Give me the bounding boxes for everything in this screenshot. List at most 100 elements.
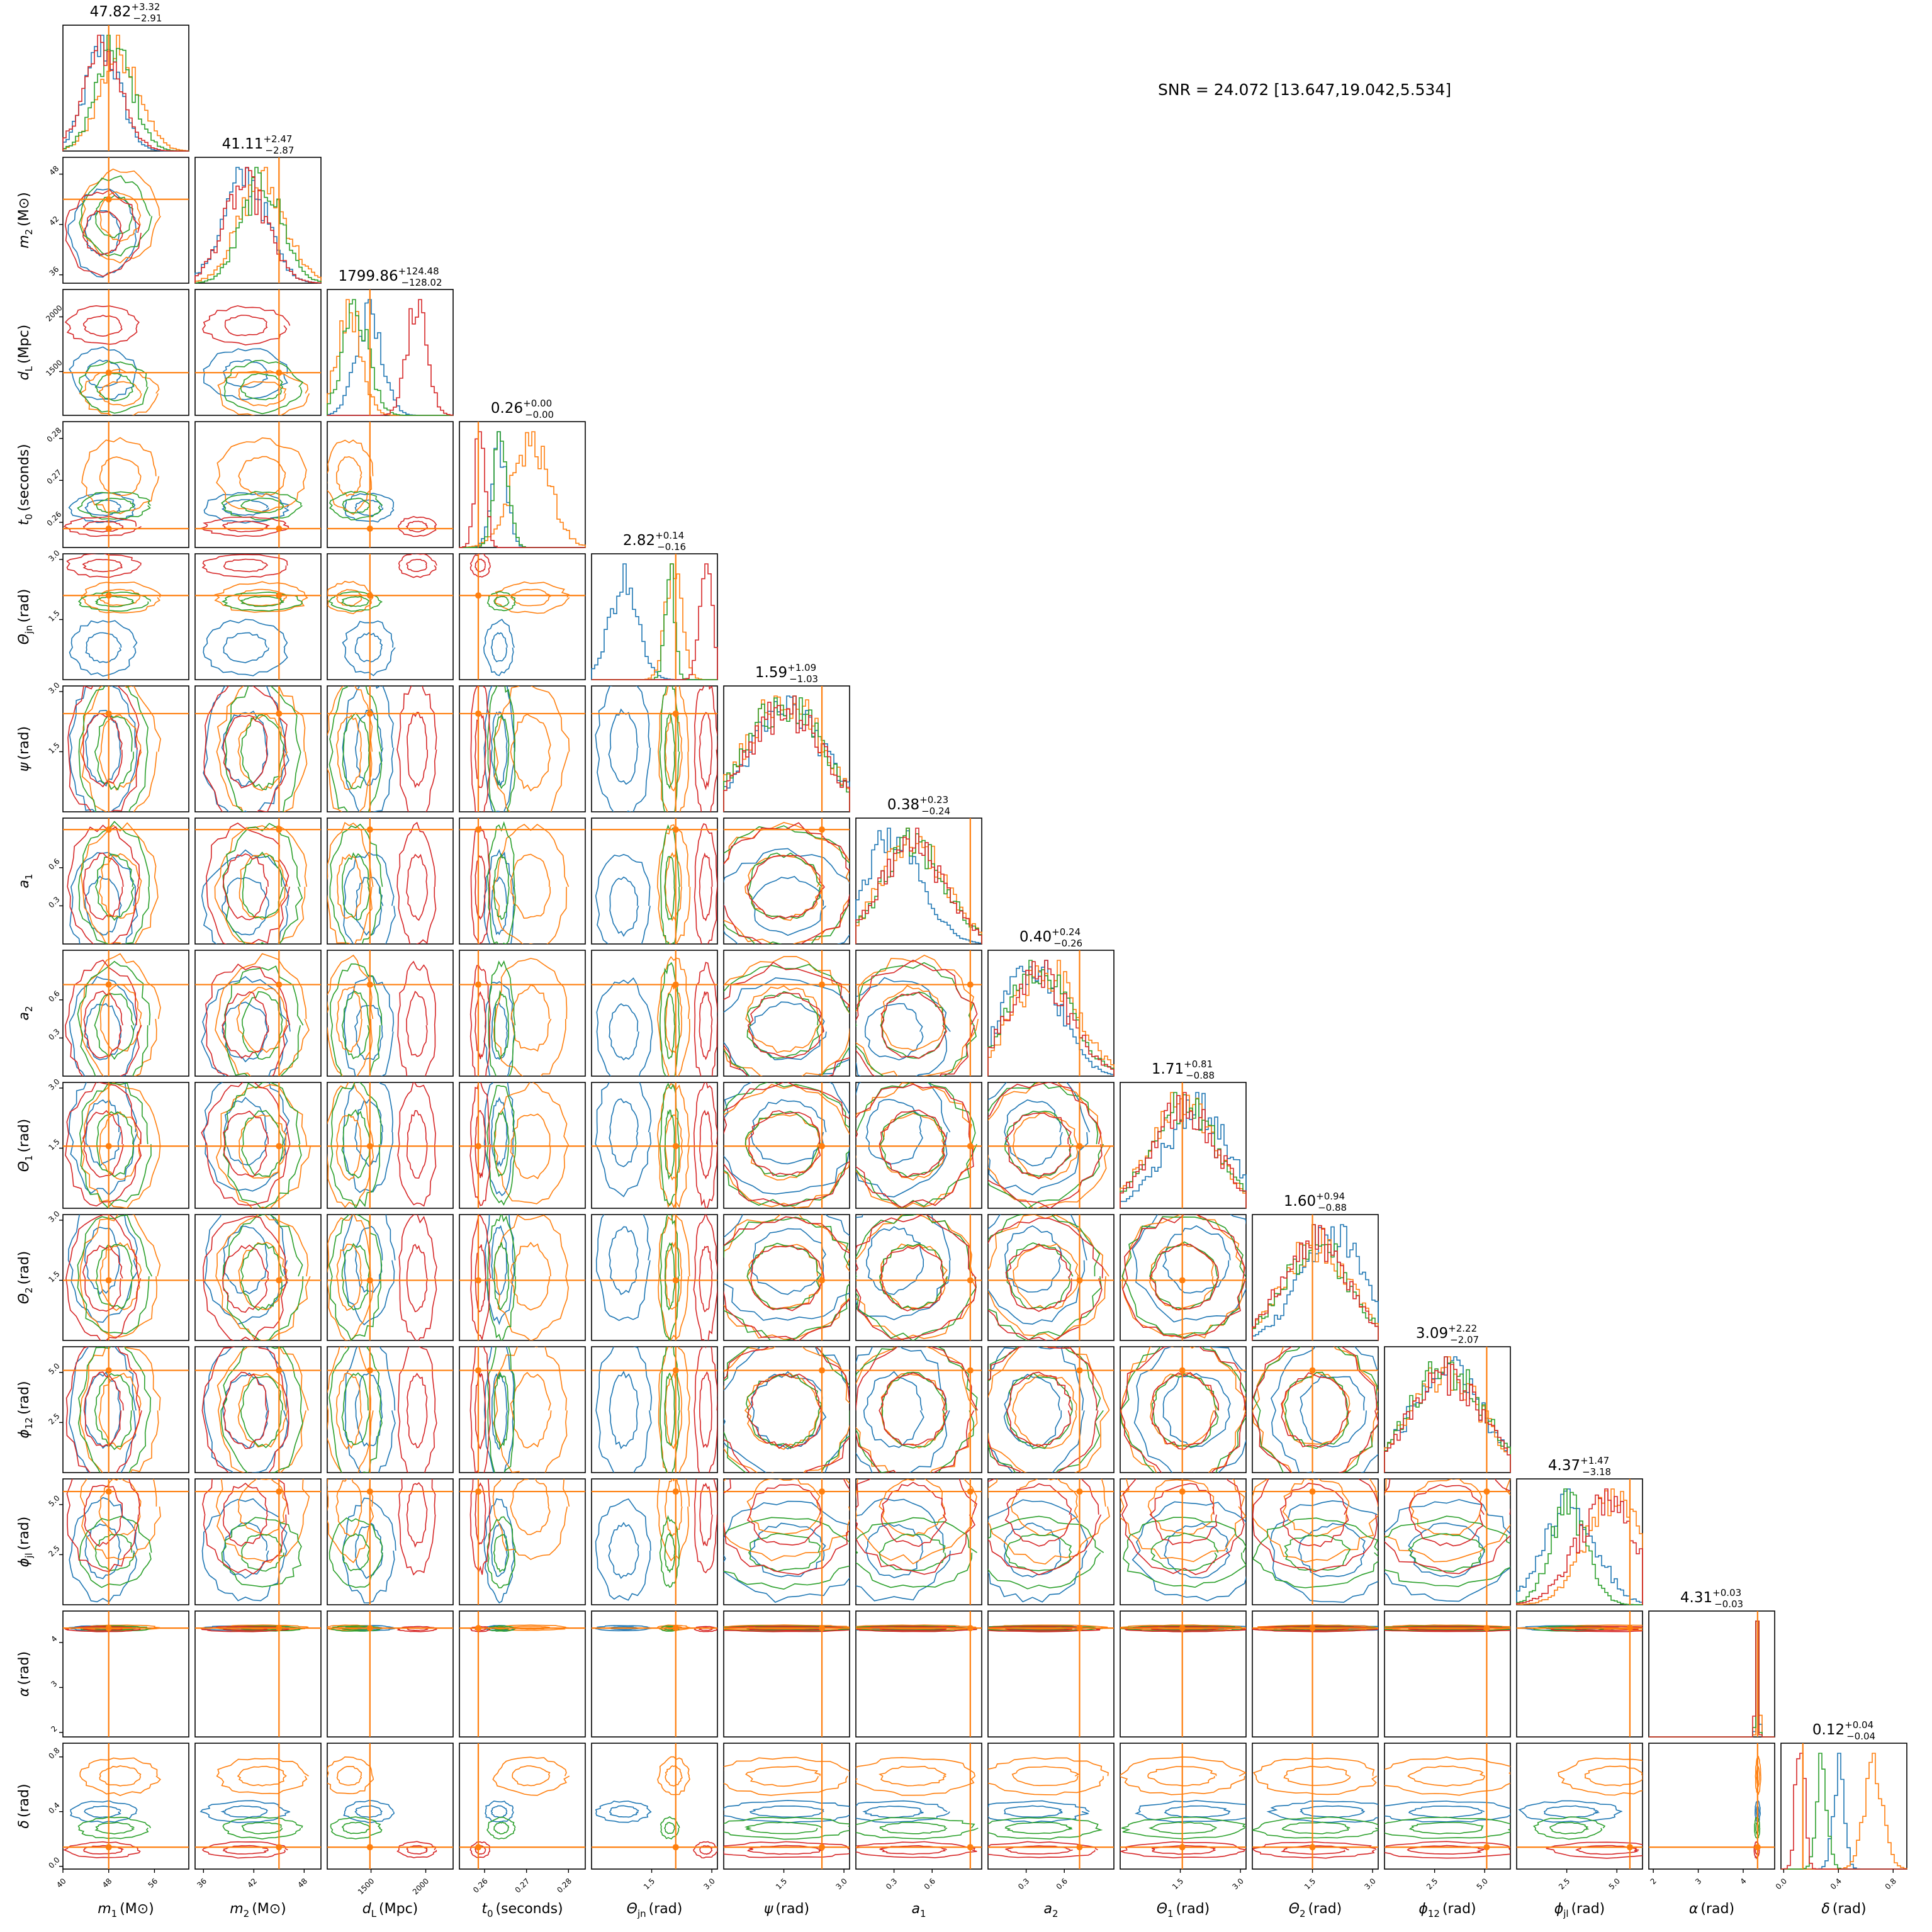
contour-blue-1 bbox=[343, 1800, 395, 1824]
contour-blue-1 bbox=[69, 620, 138, 677]
contour-red-0 bbox=[699, 991, 713, 1060]
contour-orange-0 bbox=[510, 1242, 551, 1311]
panel-t0-m2 bbox=[194, 421, 322, 548]
panel-frame bbox=[327, 1082, 454, 1209]
truth-point bbox=[366, 1488, 373, 1495]
contour-orange-0 bbox=[99, 1242, 142, 1311]
truth-point bbox=[366, 1844, 373, 1851]
ytick-label: 0.27 bbox=[45, 468, 64, 486]
xtick-label: 36 bbox=[195, 1877, 208, 1890]
contours bbox=[195, 289, 321, 415]
panel-psi-psi: 1.59+1.09−1.03 bbox=[723, 662, 850, 812]
ytick-label: 3.0 bbox=[47, 681, 61, 695]
truth-point bbox=[1076, 1277, 1083, 1284]
title-minus: −0.03 bbox=[1714, 1598, 1743, 1610]
contour-red-0 bbox=[879, 1845, 947, 1855]
contour-green-1 bbox=[988, 1816, 1103, 1840]
contour-green-1 bbox=[329, 491, 383, 521]
contour-green-1 bbox=[724, 1625, 850, 1632]
contour-blue-0 bbox=[490, 711, 508, 787]
contour-red-0 bbox=[475, 855, 486, 920]
contour-red-0 bbox=[222, 1845, 269, 1855]
contour-blue-1 bbox=[1269, 1500, 1378, 1603]
contour-red-0 bbox=[880, 992, 947, 1059]
panel-frame bbox=[194, 157, 322, 284]
title-plus: +0.81 bbox=[1184, 1059, 1213, 1070]
contour-green-0 bbox=[1549, 1822, 1590, 1834]
contour-orange-0 bbox=[512, 1765, 551, 1787]
xlabel-phi12: ϕ12(rad) bbox=[1418, 1901, 1476, 1919]
panel-frame bbox=[194, 1610, 322, 1738]
contour-green-1 bbox=[222, 823, 303, 944]
contour-orange-1 bbox=[724, 956, 850, 1076]
ytick-label: 0.0 bbox=[47, 1855, 61, 1870]
contour-red-1 bbox=[469, 1347, 491, 1473]
contour-orange-0 bbox=[98, 191, 142, 242]
contour-red-1 bbox=[694, 1626, 717, 1632]
ytick-label: 0.3 bbox=[47, 895, 61, 909]
ytick-label: 42 bbox=[48, 215, 61, 228]
truth-point bbox=[1076, 1367, 1083, 1374]
contour-green-1 bbox=[659, 962, 680, 1076]
contour-orange-1 bbox=[81, 581, 161, 614]
contour-orange-1 bbox=[656, 824, 691, 944]
xlabel-t0: t0(seconds) bbox=[481, 1901, 563, 1919]
panel-frame bbox=[327, 685, 454, 812]
xlabel-thetajn: Θjn(rad) bbox=[627, 1901, 683, 1919]
contour-blue-0 bbox=[609, 1805, 639, 1818]
contour-red-0 bbox=[1149, 1483, 1218, 1546]
contour-red-1 bbox=[1252, 1841, 1377, 1859]
contour-green-1 bbox=[329, 823, 383, 944]
contour-blue-0 bbox=[1162, 1225, 1231, 1294]
contour-red-1 bbox=[469, 965, 491, 1076]
contour-orange-1 bbox=[492, 1756, 570, 1796]
contour-blue-0 bbox=[490, 1805, 508, 1818]
hist-blue-psi bbox=[723, 695, 850, 812]
contour-red-1 bbox=[694, 962, 717, 1076]
contour-red-1 bbox=[203, 686, 288, 812]
contour-green-1 bbox=[79, 361, 149, 414]
panel-thetajn-thetajn: 2.82+0.14−0.16 bbox=[591, 530, 718, 680]
panel-phi12-theta2 bbox=[1252, 1346, 1379, 1473]
contour-green-1 bbox=[1754, 1816, 1761, 1839]
truth-point bbox=[366, 525, 373, 532]
contour-blue-1 bbox=[342, 686, 395, 812]
contour-orange-0 bbox=[98, 853, 142, 919]
contour-green-0 bbox=[1408, 1822, 1485, 1834]
contour-green-1 bbox=[724, 1517, 850, 1590]
panel-a2-thetajn bbox=[591, 950, 718, 1077]
contour-orange-1 bbox=[1120, 1479, 1246, 1563]
contour-red-0 bbox=[406, 1110, 428, 1179]
contours bbox=[592, 950, 717, 1076]
contour-red-1 bbox=[398, 554, 437, 578]
contour-orange-1 bbox=[493, 958, 568, 1076]
contour-orange-1 bbox=[1755, 1755, 1761, 1795]
contour-orange-0 bbox=[237, 1765, 287, 1787]
panel-a1-psi bbox=[723, 817, 850, 945]
panel-frame bbox=[591, 950, 718, 1077]
contour-green-0 bbox=[94, 595, 135, 607]
xtick-label: 0.26 bbox=[471, 1877, 490, 1895]
contours bbox=[1384, 1611, 1510, 1737]
contours bbox=[459, 1347, 585, 1473]
contour-green-0 bbox=[341, 852, 371, 921]
contour-orange-1 bbox=[215, 1215, 311, 1340]
panel-theta1-a1 bbox=[855, 1082, 982, 1209]
contour-orange-1 bbox=[81, 437, 160, 515]
contour-blue-1 bbox=[68, 492, 136, 524]
contour-green-0 bbox=[342, 1533, 371, 1571]
contour-blue-1 bbox=[342, 621, 396, 677]
contour-red-0 bbox=[223, 1110, 269, 1177]
panel-frame bbox=[459, 553, 586, 680]
hist-red-a2 bbox=[987, 960, 1115, 1076]
panel-phi12-a2 bbox=[987, 1346, 1115, 1473]
truth-point bbox=[475, 981, 481, 988]
contour-orange-1 bbox=[1558, 1757, 1643, 1796]
contour-red-1 bbox=[63, 1841, 141, 1858]
xtick-label: 40 bbox=[55, 1877, 68, 1890]
contour-blue-1 bbox=[344, 975, 395, 1076]
contour-green-0 bbox=[1004, 1110, 1074, 1177]
title-theta2: 1.60+0.94−0.88 bbox=[1284, 1191, 1347, 1213]
